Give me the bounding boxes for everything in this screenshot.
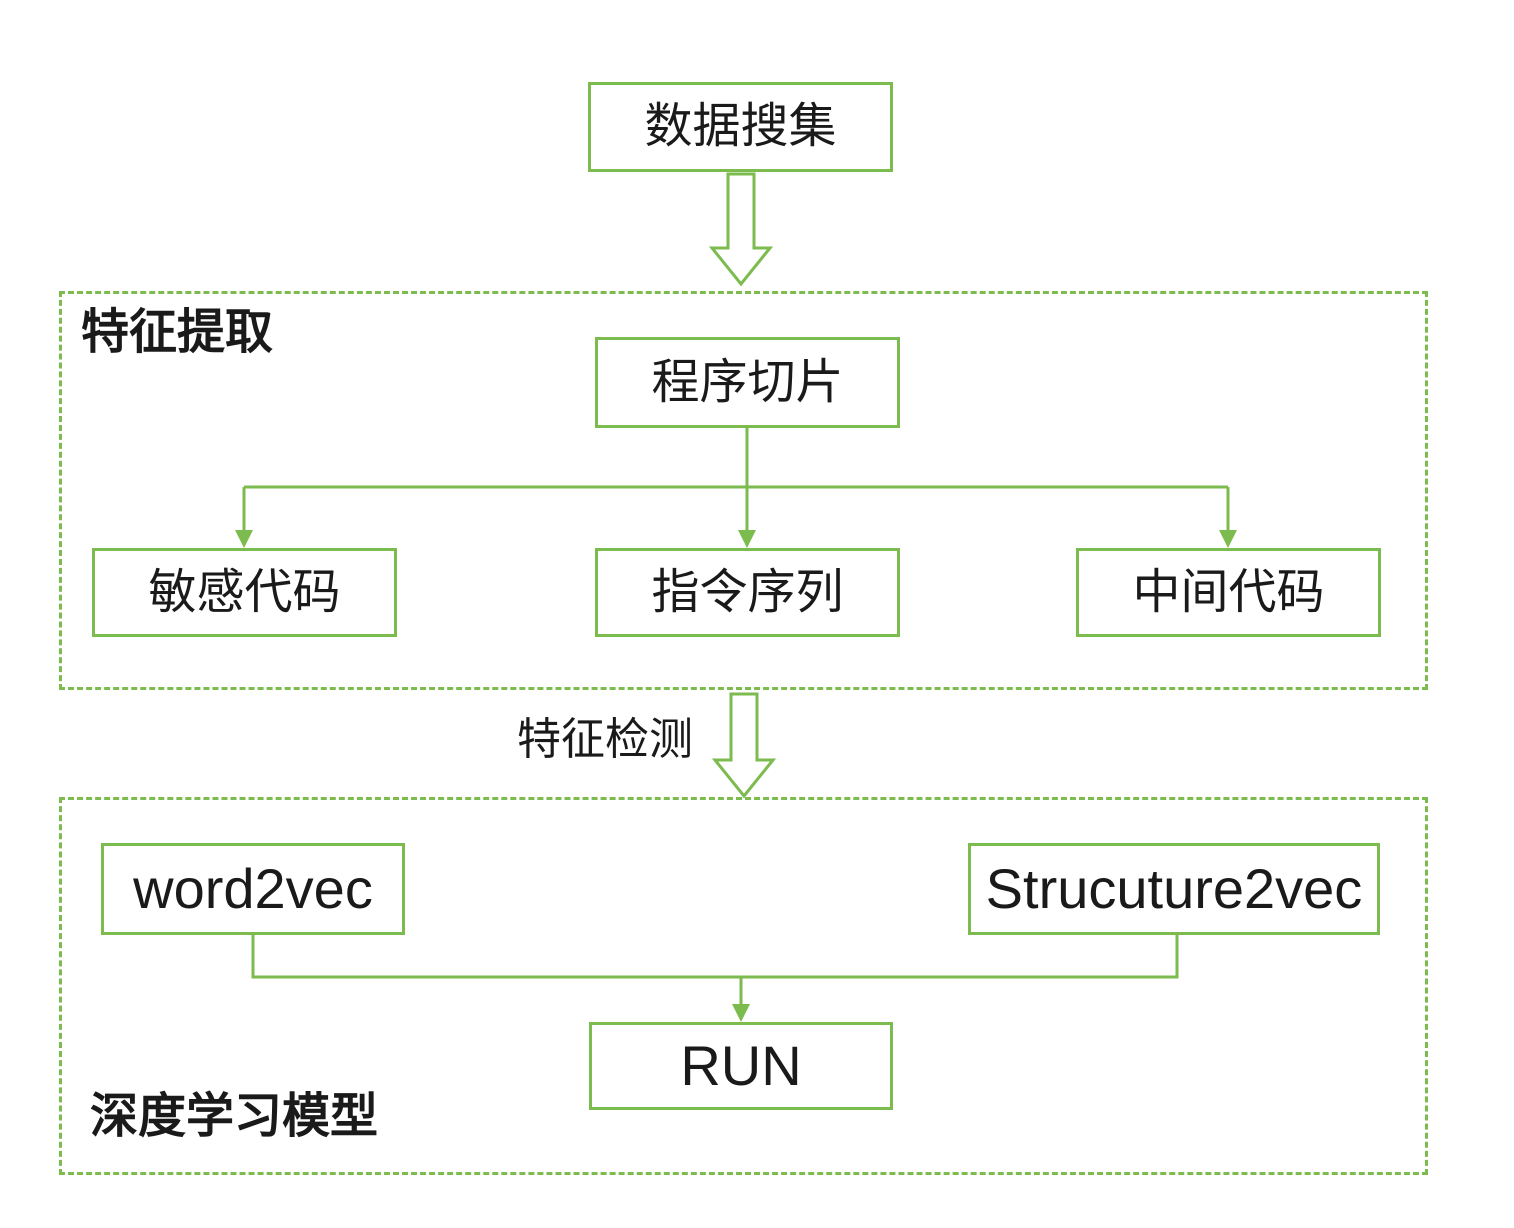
section-label-feature-extraction: 特征提取 — [81, 306, 274, 359]
node-word2vec: word2vec — [101, 843, 405, 935]
arrowhead-instruction-sequence-icon — [738, 530, 756, 548]
feature-detection-arrow-icon — [711, 692, 777, 799]
deep-learning-model-container — [59, 797, 1428, 1175]
node-instruction-sequence: 指令序列 — [595, 548, 900, 637]
edge-label-feature-detection: 特征检测 — [517, 715, 693, 764]
section-label-deep-learning-model: 深度学习模型 — [90, 1090, 379, 1143]
node-data-collection: 数据搜集 — [588, 82, 893, 172]
feature-extraction-container — [59, 291, 1428, 690]
connector-vec-merge — [251, 935, 1179, 1006]
node-sensitive-code: 敏感代码 — [92, 548, 397, 637]
flow-arrow-down-icon — [708, 172, 774, 287]
node-structure2vec: Strucuture2vec — [968, 843, 1380, 935]
arrowhead-run-icon — [732, 1004, 750, 1022]
connector-slicing-branch — [242, 428, 1230, 532]
arrowhead-intermediate-code-icon — [1219, 530, 1237, 548]
node-run: RUN — [589, 1022, 893, 1110]
arrowhead-sensitive-code-icon — [235, 530, 253, 548]
node-program-slicing: 程序切片 — [595, 337, 900, 428]
node-intermediate-code: 中间代码 — [1076, 548, 1381, 637]
